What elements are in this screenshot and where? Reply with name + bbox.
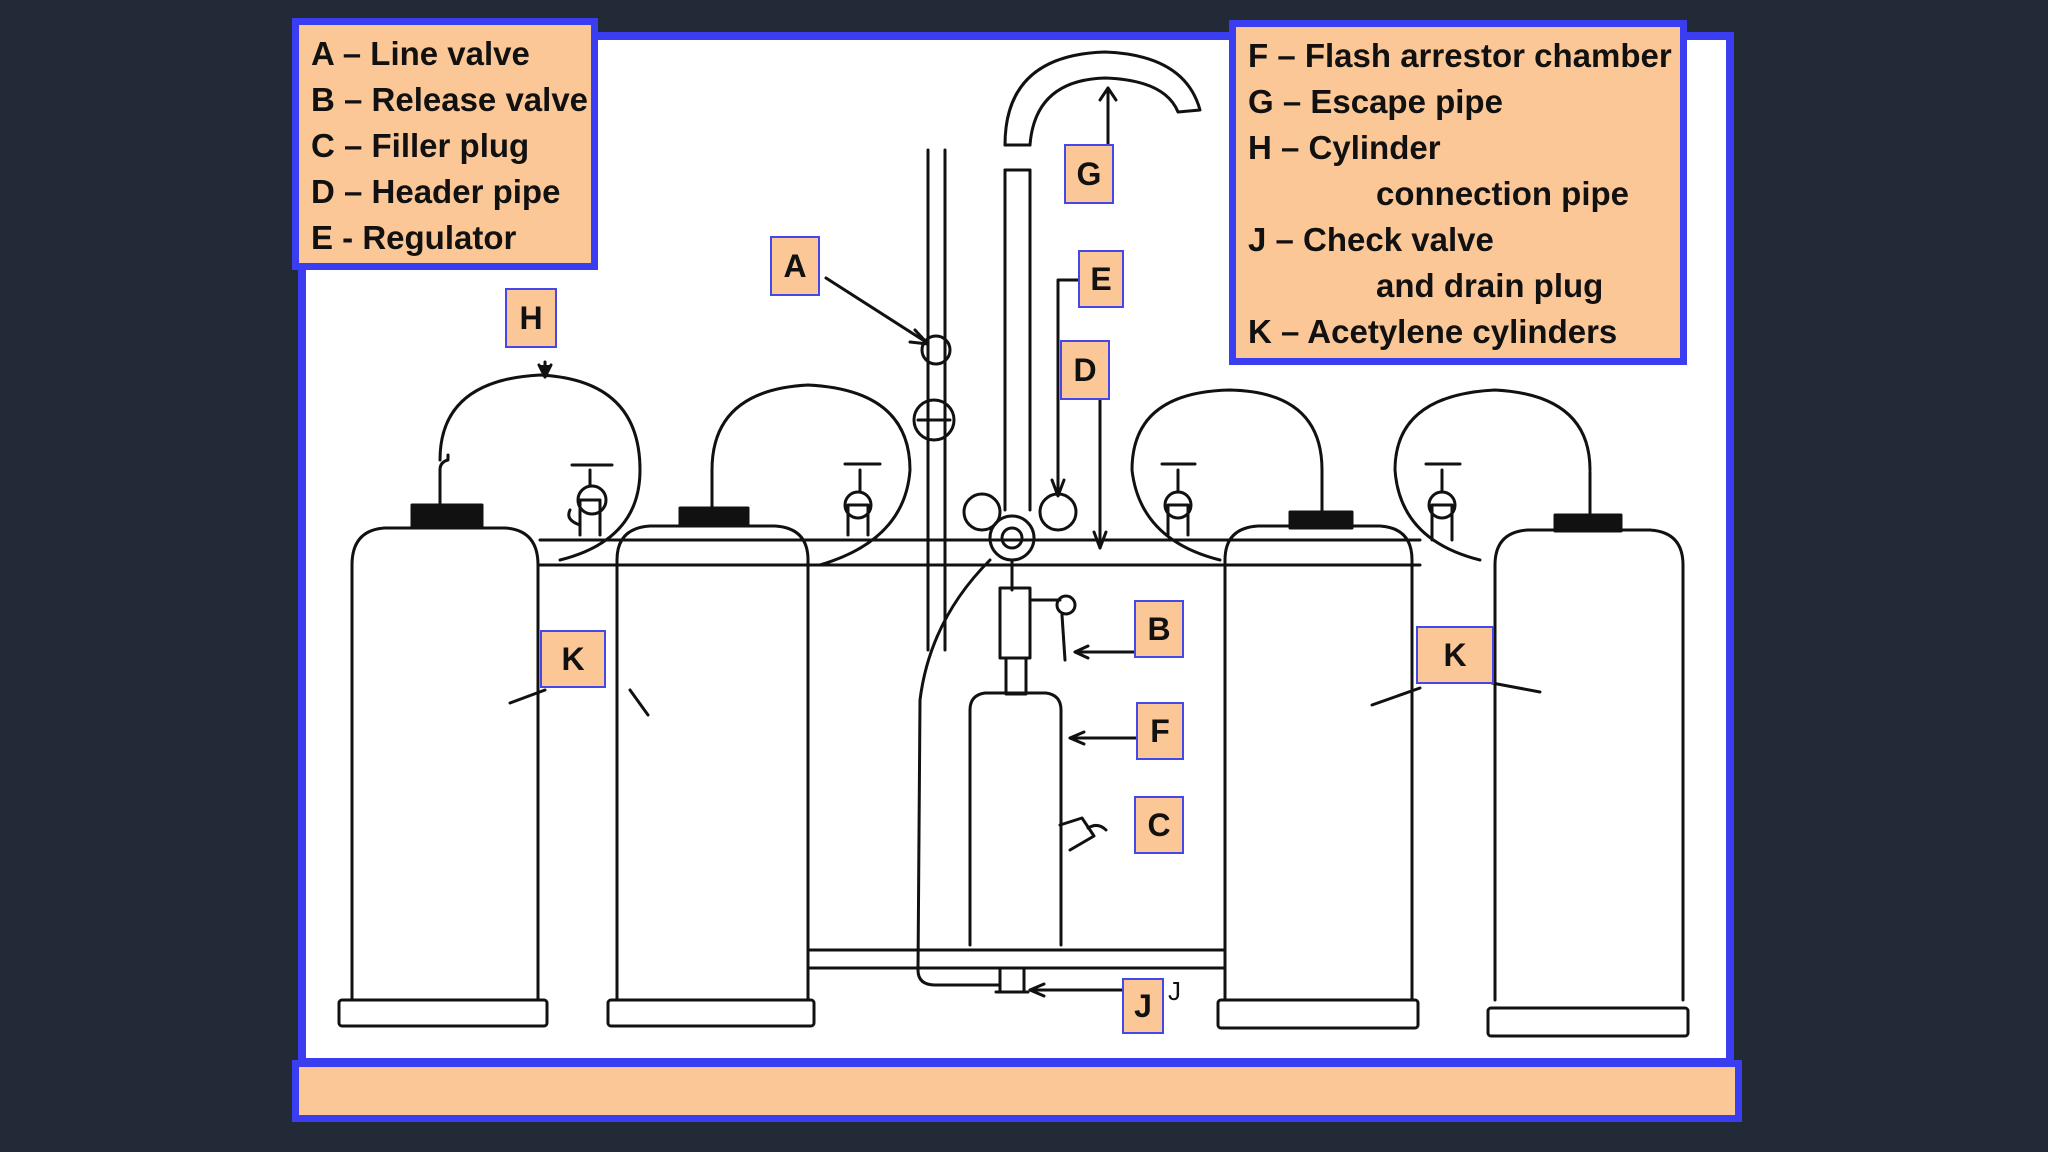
tag-k-right: K: [1416, 626, 1494, 684]
legend-item-d: D – Header pipe: [311, 173, 561, 210]
side-hose: [916, 558, 1002, 987]
cylinder-2: [606, 462, 882, 1028]
tag-k-left: K: [540, 630, 606, 688]
tag-a: A: [770, 236, 820, 296]
tag-j: J: [1122, 978, 1164, 1034]
legend-item-e: E - Regulator: [311, 219, 517, 256]
legend-item-j: J – Check valve: [1248, 221, 1494, 258]
tag-b: B: [1134, 600, 1184, 658]
pointer-k-right-2: [1490, 681, 1542, 694]
tag-e: E: [1078, 250, 1124, 308]
tag-g: G: [1064, 144, 1114, 204]
regulator-gauge-left: [962, 492, 1002, 532]
connection-loop-3: [1130, 388, 1324, 562]
pointer-k-right-1: [1370, 686, 1422, 707]
cylinder-1: [337, 453, 614, 1028]
cylinder-3: [1160, 462, 1420, 1030]
legend-item-f: F – Flash arrestor chamber: [1248, 37, 1672, 74]
legend-item-a: A – Line valve: [311, 35, 530, 72]
legend-item-b: B – Release valve: [311, 81, 589, 118]
connection-loop-1: [438, 373, 642, 562]
tag-f: F: [1136, 702, 1184, 760]
flash-arrestor-chamber: [968, 691, 1063, 947]
gauge-left: [912, 398, 956, 442]
legend-left: A – Line valve B – Release valve C – Fil…: [292, 18, 598, 270]
legend-item-k: K – Acetylene cylinders: [1248, 313, 1618, 350]
legend-item-h-cont: connection pipe: [1376, 175, 1630, 212]
connection-loop-2: [710, 383, 912, 567]
pointer-k-left-1: [508, 688, 547, 705]
drawing-letter-j: J: [1168, 976, 1181, 1006]
tag-h: H: [505, 288, 557, 348]
pointer-e: [1056, 278, 1082, 497]
tag-c: C: [1134, 796, 1184, 854]
caption-bar: [292, 1060, 1742, 1122]
legend-item-c: C – Filler plug: [311, 127, 530, 164]
line-valve-wheel: [920, 334, 952, 366]
escape-pipe-hood: [1003, 50, 1202, 147]
connection-loop-4: [1393, 388, 1592, 562]
pointer-a: [824, 276, 928, 344]
tag-d: D: [1060, 340, 1110, 400]
legend-right: F – Flash arrestor chamber G – Escape pi…: [1229, 20, 1687, 365]
pointer-k-left-2: [628, 688, 650, 717]
legend-item-h: H – Cylinder: [1248, 129, 1441, 166]
legend-item-j-cont: and drain plug: [1376, 267, 1604, 304]
legend-item-g: G – Escape pipe: [1248, 83, 1503, 120]
cylinder-4: [1424, 462, 1690, 1038]
